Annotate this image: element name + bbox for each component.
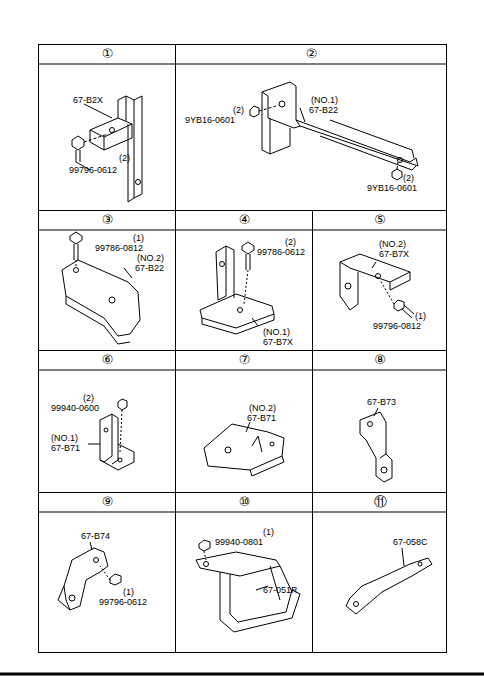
bracket-drawing xyxy=(360,408,392,482)
part-cell: ③ (1)99786-0812(NO.2)67-B22 xyxy=(38,210,176,351)
part-cell: ⑨ 67-B74 (1)99796-0612 xyxy=(38,492,176,653)
part-number: (1) xyxy=(415,311,426,321)
part-number: 99796-0812 xyxy=(373,321,421,331)
part-number: 99940-0801 xyxy=(215,537,263,547)
part-number: 99796-0612 xyxy=(69,165,117,175)
part-number: 67-B71 xyxy=(51,443,80,453)
callout-number: ⑨ xyxy=(39,493,176,511)
callout-number: ⑦ xyxy=(176,351,313,369)
part-number: 67-058C xyxy=(393,537,428,547)
part-number: (2) xyxy=(285,237,296,247)
part-number: (1) xyxy=(133,233,144,243)
callout-number: ② xyxy=(176,45,447,63)
part-number: (2) xyxy=(233,105,244,115)
part-cell: ⑧ 67-B73 xyxy=(312,350,447,493)
part-number: (1) xyxy=(123,587,134,597)
part-number: (2) xyxy=(119,153,130,163)
part-number: 9YB16-0601 xyxy=(367,183,417,193)
part-number: 67-B7X xyxy=(379,249,409,259)
part-cell: ④ (2)99786-0612 (NO.1)67-B7X xyxy=(175,210,313,351)
part-number: 99786-0812 xyxy=(95,243,143,253)
part-number: (NO.1) xyxy=(311,95,338,105)
part-cell: ⑪ 67-058C xyxy=(312,492,447,653)
part-cell: ⑤ (NO.2)67-B7X (1)99796-0812 xyxy=(312,210,447,351)
part-number: 99786-0612 xyxy=(257,247,305,257)
part-number: 67-B74 xyxy=(81,531,110,541)
bracket-drawing xyxy=(72,96,142,202)
part-number: 67-B22 xyxy=(309,105,338,115)
part-number: (2) xyxy=(403,173,414,183)
part-number: (NO.1) xyxy=(263,327,290,337)
part-cell: ⑩ (1)99940-0801 67-051R xyxy=(175,492,313,653)
callout-number: ⑥ xyxy=(39,351,176,369)
part-number: (NO.2) xyxy=(379,239,406,249)
part-number: 67-B7X xyxy=(263,337,293,347)
callout-number: ④ xyxy=(176,211,313,229)
part-number: (2) xyxy=(83,393,94,403)
part-number: (NO.2) xyxy=(137,253,164,263)
callout-number: ⑤ xyxy=(313,211,447,229)
callout-number: ⑩ xyxy=(176,493,313,511)
part-cell: ⑥ (2)99940-0600 (NO.1)67-B71 xyxy=(38,350,176,493)
bracket-drawing xyxy=(196,540,300,632)
part-number: (1) xyxy=(263,527,274,537)
part-number: 99940-0600 xyxy=(51,403,99,413)
part-number: 67-B73 xyxy=(367,397,396,407)
part-cell: ⑦ (NO.2)67-B71 xyxy=(175,350,313,493)
part-number: 9YB16-0601 xyxy=(185,115,235,125)
part-number: 67-B2X xyxy=(73,95,103,105)
part-number: (NO.2) xyxy=(249,403,276,413)
part-number: 67-051R xyxy=(263,585,298,595)
part-number: 67-B71 xyxy=(247,413,276,423)
bracket-drawing xyxy=(346,548,432,614)
bracket-drawing xyxy=(250,82,418,180)
callout-number: ⑪ xyxy=(313,493,447,511)
part-number: 99796-0612 xyxy=(99,597,147,607)
callout-number: ③ xyxy=(39,211,176,229)
bracket-drawing xyxy=(204,422,284,476)
part-number: 67-B22 xyxy=(135,263,164,273)
part-cell: ① 67-B2X (2)99796-0612 xyxy=(38,44,176,211)
callout-number: ① xyxy=(39,45,176,63)
bracket-drawing xyxy=(340,254,414,318)
part-number: (NO.1) xyxy=(51,433,78,443)
callout-number: ⑧ xyxy=(313,351,447,369)
part-cell: ②(NO.1)67-B22(2)9YB16-0601(2)9YB16-0601 xyxy=(175,44,447,211)
